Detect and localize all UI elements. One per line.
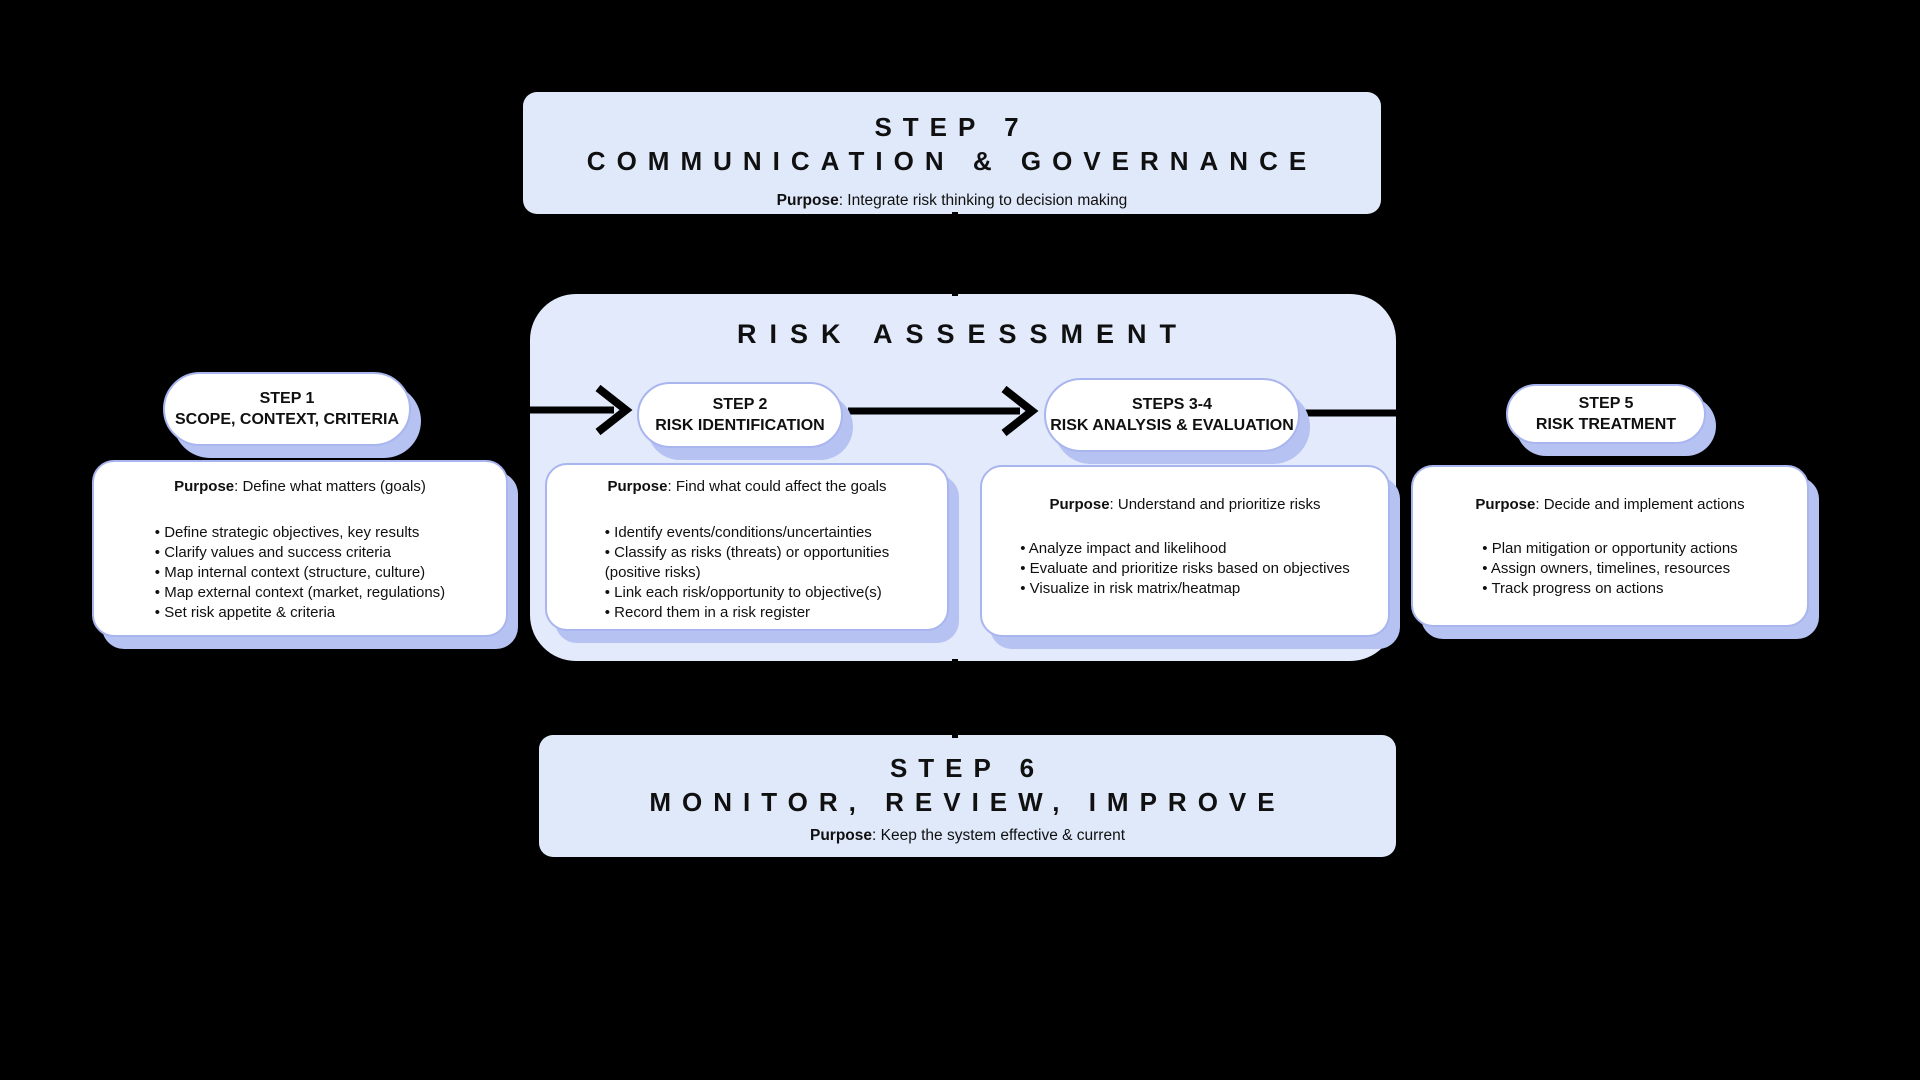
step6-label: STEP 6 [889,753,1046,783]
risk-assessment-title: RISK ASSESSMENT [736,319,1190,349]
step1-card: Purpose: Define what matters (goals) • D… [92,460,508,637]
steps34-card: Purpose: Understand and prioritize risks… [980,465,1390,637]
step2-purpose: Purpose: Find what could affect the goal… [607,477,886,497]
bullet-item: • Map external context (market, regulati… [154,584,446,601]
step2-purpose-text: : Find what could affect the goals [667,478,887,495]
step7-purpose-label: Purpose [776,192,839,209]
step2-pill-label: STEP 2 [712,396,768,413]
step1-pill: STEP 1 SCOPE, CONTEXT, CRITERIA [163,372,411,446]
step6-banner: STEP 6 MONITOR, REVIEW, IMPROVE Purpose:… [539,735,1396,857]
step5-pill: STEP 5 RISK TREATMENT [1506,384,1706,444]
bullet-item: • Visualize in risk matrix/heatmap [1020,580,1241,597]
step5-purpose-label: Purpose [1475,496,1536,513]
steps34-purpose-label: Purpose [1049,496,1110,513]
step2-bullet-list: • Identify events/conditions/uncertainti… [605,523,890,623]
steps34-pill-label: STEPS 3-4 [1131,396,1213,413]
step7-label: STEP 7 [874,112,1030,142]
step2-card: Purpose: Find what could affect the goal… [545,463,949,631]
step6-purpose: Purpose: Keep the system effective & cur… [810,826,1125,846]
steps34-bullet-list: • Analyze impact and likelihood • Evalua… [1020,539,1350,599]
step7-banner: STEP 7 COMMUNICATION & GOVERNANCE Purpos… [523,92,1381,214]
bullet-item: • Evaluate and prioritize risks based on… [1020,560,1350,577]
steps34-pill: STEPS 3-4 RISK ANALYSIS & EVALUATION [1044,378,1300,452]
step1-purpose-label: Purpose [174,478,235,495]
bullet-item: • Assign owners, timelines, resources [1482,560,1731,577]
bullet-item: • Plan mitigation or opportunity actions [1482,540,1738,557]
step5-purpose-text: : Decide and implement actions [1535,496,1745,513]
step1-purpose-text: : Define what matters (goals) [234,478,426,495]
bullet-item: • Classify as risks (threats) or opportu… [604,544,890,561]
step6-purpose-label: Purpose [809,827,872,844]
steps34-purpose: Purpose: Understand and prioritize risks [1050,495,1321,515]
step1-pill-label: STEP 1 [259,390,315,407]
bullet-item: • Analyze impact and likelihood [1020,540,1227,557]
step5-purpose: Purpose: Decide and implement actions [1475,495,1744,515]
steps34-pill-title: RISK ANALYSIS & EVALUATION [1050,417,1294,434]
step5-pill-label: STEP 5 [1578,395,1634,412]
step1-pill-title: SCOPE, CONTEXT, CRITERIA [174,411,400,428]
step7-purpose: Purpose: Integrate risk thinking to deci… [777,191,1128,211]
step2-pill-title: RISK IDENTIFICATION [655,417,825,434]
step7-purpose-text: : Integrate risk thinking to decision ma… [838,192,1128,209]
step1-bullet-list: • Define strategic objectives, key resul… [155,523,445,623]
bullet-item: • Map internal context (structure, cultu… [154,564,426,581]
step6-title: MONITOR, REVIEW, IMPROVE [649,787,1286,817]
step1-purpose: Purpose: Define what matters (goals) [174,477,426,497]
step5-pill-title: RISK TREATMENT [1535,416,1677,433]
step5-bullet-list: • Plan mitigation or opportunity actions… [1482,539,1737,599]
step2-purpose-label: Purpose [607,478,668,495]
bullet-item: (positive risks) [604,564,701,581]
bullet-item: • Clarify values and success criteria [154,544,391,561]
step2-pill: STEP 2 RISK IDENTIFICATION [637,382,843,448]
bullet-item: • Define strategic objectives, key resul… [154,524,420,541]
bullet-item: • Link each risk/opportunity to objectiv… [604,584,882,601]
steps34-purpose-text: : Understand and prioritize risks [1109,496,1321,513]
step7-title: COMMUNICATION & GOVERNANCE [586,146,1318,176]
bullet-item: • Track progress on actions [1482,580,1664,597]
step6-purpose-text: : Keep the system effective & current [872,827,1126,844]
bullet-item: • Record them in a risk register [604,604,811,621]
bullet-item: • Set risk appetite & criteria [154,604,336,621]
step5-card: Purpose: Decide and implement actions • … [1411,465,1809,627]
bullet-item: • Identify events/conditions/uncertainti… [604,524,872,541]
